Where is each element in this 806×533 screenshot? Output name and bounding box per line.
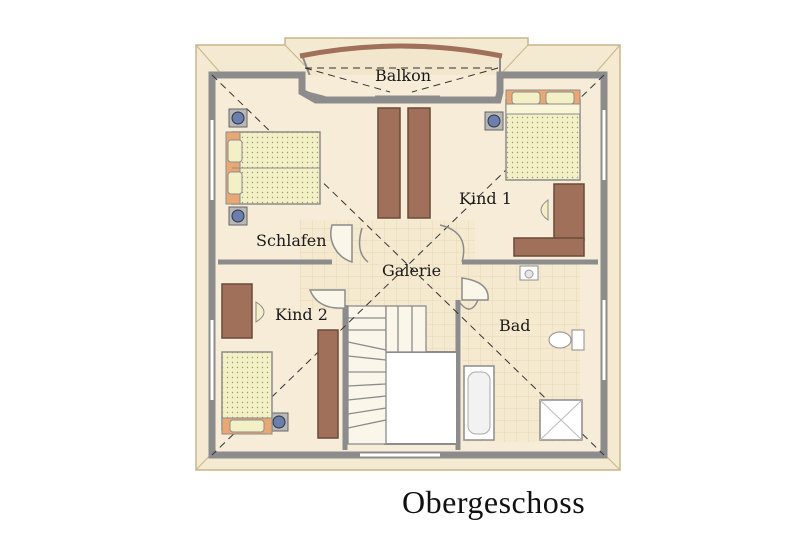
floor-caption: Obergeschoss	[402, 484, 586, 520]
window-frames	[208, 110, 608, 459]
outer-wall	[208, 71, 608, 459]
bed-kind2	[221, 351, 273, 435]
desk-kind1	[513, 183, 585, 257]
label-bad: Bad	[499, 316, 531, 335]
lamp	[484, 111, 504, 131]
lamp	[228, 108, 248, 128]
label-balkon: Balkon	[375, 66, 431, 85]
lamp	[269, 412, 289, 432]
balcony-rail	[299, 43, 503, 59]
label-galerie: Galerie	[382, 261, 441, 280]
wardrobe	[377, 107, 431, 219]
label-kind2: Kind 2	[275, 305, 328, 324]
label-kind1: Kind 1	[459, 189, 512, 208]
stair-void	[384, 351, 458, 445]
toilet	[548, 329, 585, 351]
bathtub	[463, 365, 495, 441]
wall-segment	[301, 90, 326, 100]
bed-schlafen	[225, 131, 321, 205]
label-schlafen: Schlafen	[256, 231, 327, 250]
stair-treads	[347, 305, 427, 445]
washbasin	[519, 265, 539, 281]
desk-kind2	[221, 283, 339, 439]
bed-kind1	[505, 89, 581, 181]
door-arcs	[308, 224, 489, 310]
lamp	[228, 206, 248, 226]
windows	[210, 110, 606, 457]
shower	[539, 399, 583, 441]
